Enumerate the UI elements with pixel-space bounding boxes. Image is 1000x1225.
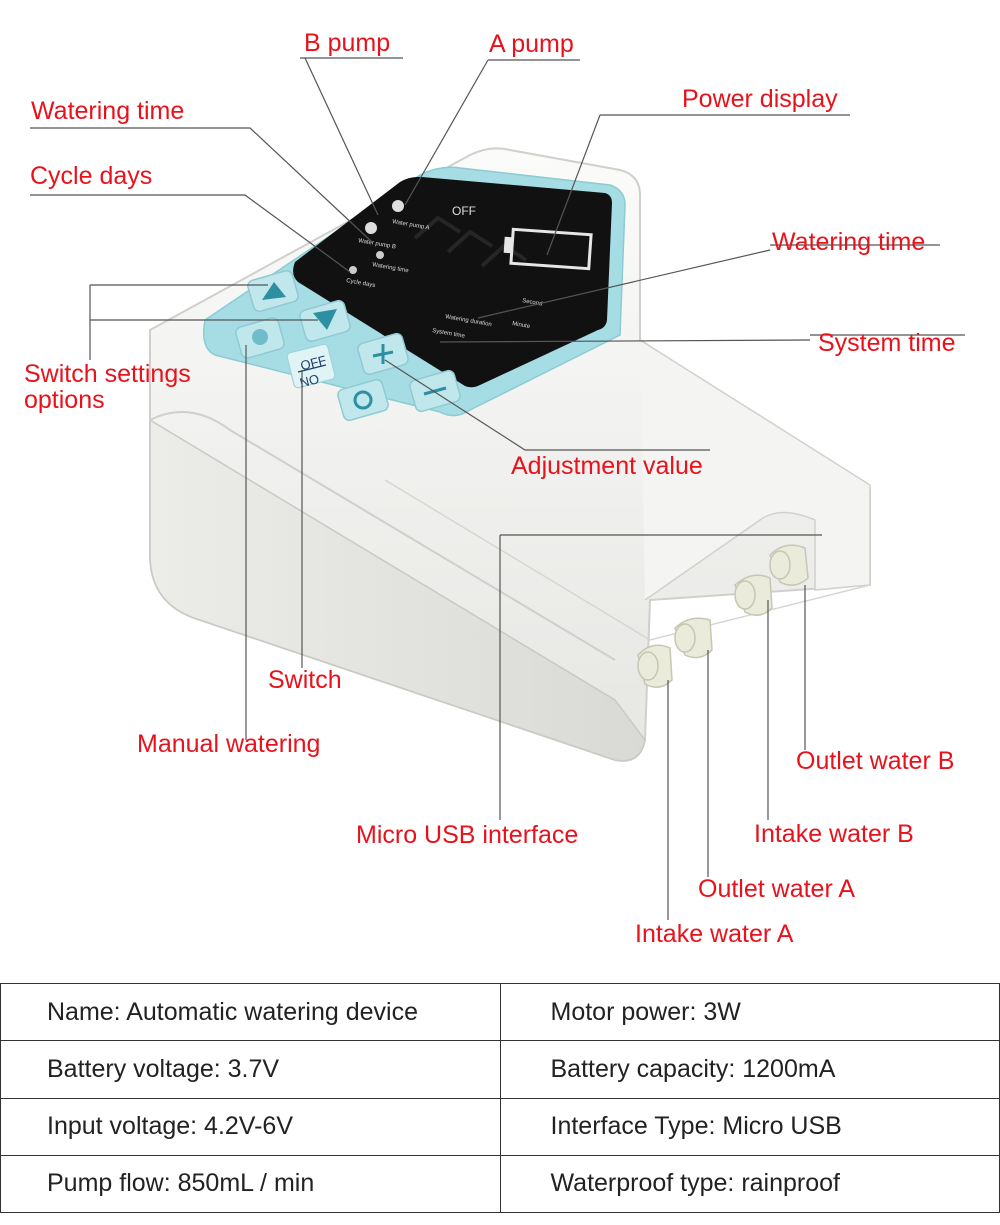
power-switch[interactable]: OFF ON — [286, 343, 336, 391]
water-nozzles — [637, 544, 809, 688]
panel-off-text: OFF — [452, 204, 476, 218]
device-illustration: OFF ON — [30, 57, 965, 920]
callout-switch-settings-line2: options — [24, 386, 105, 414]
spec-pump-flow: Pump flow: 850mL / min — [0, 1154, 501, 1214]
down-button[interactable] — [298, 299, 351, 343]
spec-battery-capacity: Battery capacity: 1200mA — [499, 1040, 1000, 1099]
switch-off-text: OFF — [299, 352, 328, 373]
callout-outlet-water-b: Outlet water B — [796, 747, 955, 775]
callout-micro-usb-interface: Micro USB interface — [356, 821, 579, 849]
callout-manual-watering: Manual watering — [137, 730, 321, 758]
panel-second-text: Second — [522, 298, 543, 307]
callout-adjustment-value: Adjustment value — [511, 452, 703, 480]
callout-power-display: Power display — [682, 85, 838, 113]
intake-nozzle-a — [637, 644, 673, 688]
spec-input-voltage: Input voltage: 4.2V-6V — [0, 1097, 501, 1156]
minus-button[interactable] — [408, 369, 461, 413]
callout-watering-time-right: Watering time — [772, 228, 926, 256]
spec-row: Name: Automatic watering device Motor po… — [0, 982, 1000, 1042]
spec-battery-voltage: Battery voltage: 3.7V — [0, 1040, 501, 1099]
switch-on-text: ON — [298, 371, 321, 390]
callout-watering-time-left: Watering time — [31, 97, 185, 125]
intake-nozzle-b — [734, 574, 773, 616]
spec-interface-type: Interface Type: Micro USB — [499, 1097, 1000, 1156]
callout-system-time: System time — [818, 329, 956, 357]
spec-row: Input voltage: 4.2V-6V Interface Type: M… — [0, 1097, 1000, 1156]
callout-cycle-days: Cycle days — [30, 162, 153, 190]
plus-button[interactable] — [356, 332, 409, 376]
spec-motor-power: Motor power: 3W — [499, 982, 1000, 1042]
spec-row: Battery voltage: 3.7V Battery capacity: … — [0, 1040, 1000, 1099]
outlet-nozzle-b — [769, 544, 809, 586]
pump-a-icon — [392, 200, 404, 212]
settings-button[interactable] — [336, 378, 389, 422]
up-button[interactable] — [246, 269, 299, 313]
cycle-days-icon — [349, 266, 357, 274]
pump-b-icon — [365, 222, 377, 234]
callout-switch: Switch — [268, 666, 342, 694]
callout-a-pump: A pump — [489, 30, 574, 58]
manual-watering-button[interactable] — [234, 317, 285, 360]
leader-lines — [30, 57, 965, 920]
spec-name: Name: Automatic watering device — [0, 982, 501, 1042]
callout-intake-water-a: Intake water A — [635, 920, 794, 948]
panel-buttons: OFF ON — [234, 269, 461, 422]
panel-minute-text: Minute — [512, 321, 531, 330]
spec-row: Pump flow: 850mL / min Waterproof type: … — [0, 1154, 1000, 1214]
panel-cycle-days-text: Cycle days — [346, 278, 376, 289]
callout-switch-settings-line1: Switch settings — [24, 360, 191, 388]
callout-b-pump: B pump — [304, 29, 391, 57]
callout-intake-water-b: Intake water B — [754, 820, 914, 848]
spec-waterproof-type: Waterproof type: rainproof — [499, 1154, 1000, 1214]
outlet-nozzle-a — [674, 617, 713, 659]
callout-outlet-water-a: Outlet water A — [698, 875, 856, 903]
watering-time-icon — [376, 251, 384, 259]
product-diagram: OFF ON — [24, 29, 965, 948]
panel-system-time-text: System time — [432, 328, 466, 340]
spec-table: Name: Automatic watering device Motor po… — [0, 982, 1000, 1214]
battery-icon — [503, 227, 593, 271]
